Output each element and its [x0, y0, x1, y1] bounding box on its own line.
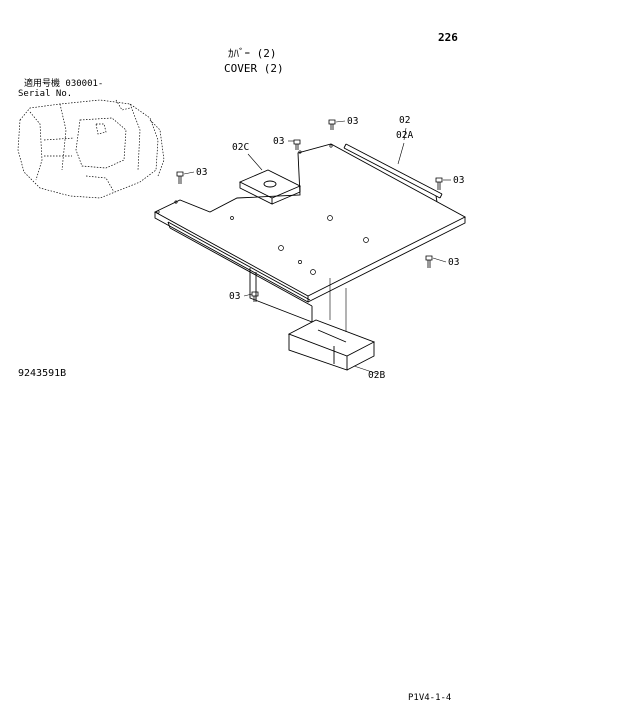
serial-label-english: Serial No. [18, 89, 73, 99]
callout-03-bottom: 03 [229, 291, 241, 302]
serial-label-japanese: 適用号機 030001- [24, 79, 104, 89]
callout-03-left: 03 [196, 167, 208, 178]
callout-02b: 02B [368, 370, 386, 381]
bolt-rightlow-icon [425, 255, 433, 268]
bolt-right-icon [435, 177, 443, 190]
cover-plate [154, 143, 466, 323]
cover-02c-part [238, 169, 302, 205]
callout-02a: 02A [396, 130, 414, 141]
plate-holes [156, 144, 369, 275]
callout-03-top: 03 [347, 116, 359, 127]
page-number: 226 [438, 31, 458, 44]
footer-code: P1V4-1-4 [408, 693, 452, 703]
callout-03-rightlow: 03 [448, 257, 460, 268]
bolt-top-icon [328, 119, 336, 130]
drawing-number: 9243591B [18, 368, 67, 379]
callout-02c: 02C [232, 142, 250, 153]
callout-03-right: 03 [453, 175, 465, 186]
callout-02: 02 [399, 115, 411, 126]
machine-thumbnail-icon [17, 99, 165, 199]
bolt-left-icon [176, 171, 184, 184]
callout-03-leftmid: 03 [273, 136, 285, 147]
title-english: COVER (2) [224, 62, 284, 75]
seal-strip-02a [343, 143, 443, 203]
bolt-leftmid-icon [293, 139, 301, 150]
title-japanese: ｶﾊﾞｰ (2) [228, 47, 277, 60]
leader-lines [183, 120, 451, 375]
bolt-icons [176, 119, 443, 302]
pad-02b-part [287, 319, 376, 371]
bolt-bottom-icon [251, 291, 259, 302]
